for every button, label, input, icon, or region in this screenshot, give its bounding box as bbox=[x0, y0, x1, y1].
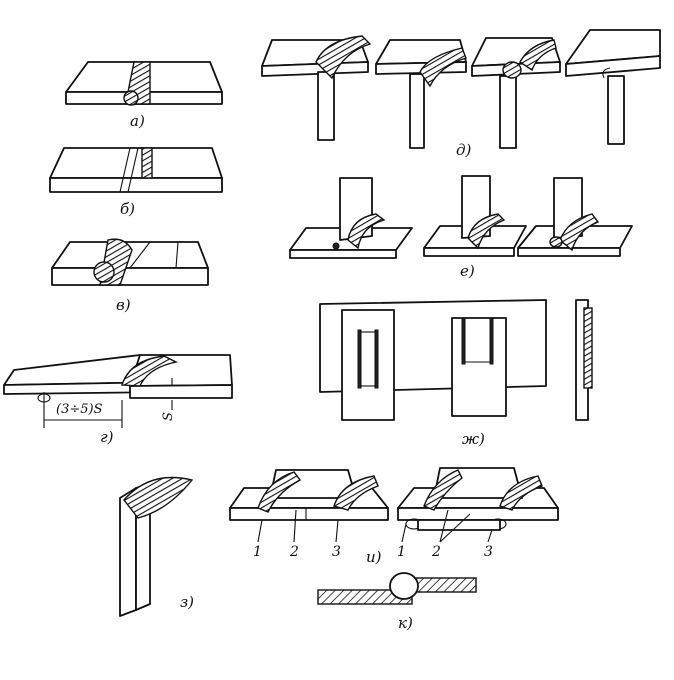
joint-a-butt bbox=[65, 61, 223, 106]
joint-g-lap bbox=[3, 354, 233, 428]
callout-left-3: 3 bbox=[332, 544, 341, 560]
callout-right-1: 1 bbox=[397, 544, 406, 560]
joint-e-tee bbox=[289, 175, 633, 259]
label-zh: ж) bbox=[462, 430, 485, 448]
joint-v-groove bbox=[51, 238, 209, 286]
label-a: а) bbox=[130, 112, 145, 130]
label-d: д) bbox=[456, 141, 472, 159]
label-z: з) bbox=[180, 593, 195, 611]
joint-zh-slot bbox=[319, 299, 593, 421]
callout-left-1: 1 bbox=[253, 544, 262, 560]
label-e: е) bbox=[460, 262, 475, 280]
dimension-thickness: S bbox=[160, 412, 176, 421]
callout-right-3: 3 bbox=[484, 544, 493, 560]
label-k: к) bbox=[398, 614, 413, 632]
label-v: в) bbox=[116, 296, 131, 314]
joint-z-edge bbox=[119, 476, 194, 617]
joint-d-corner bbox=[261, 29, 661, 149]
joint-b-flanged bbox=[49, 147, 223, 193]
callout-left-2: 2 bbox=[290, 544, 299, 560]
label-i: и) bbox=[366, 548, 382, 566]
joint-k-section bbox=[317, 572, 477, 605]
label-g: г) bbox=[100, 428, 114, 446]
dimension-overlap: (3÷5)S bbox=[56, 402, 103, 417]
label-b: б) bbox=[120, 200, 136, 218]
joint-i-strap bbox=[229, 467, 559, 543]
callout-right-2: 2 bbox=[432, 544, 441, 560]
